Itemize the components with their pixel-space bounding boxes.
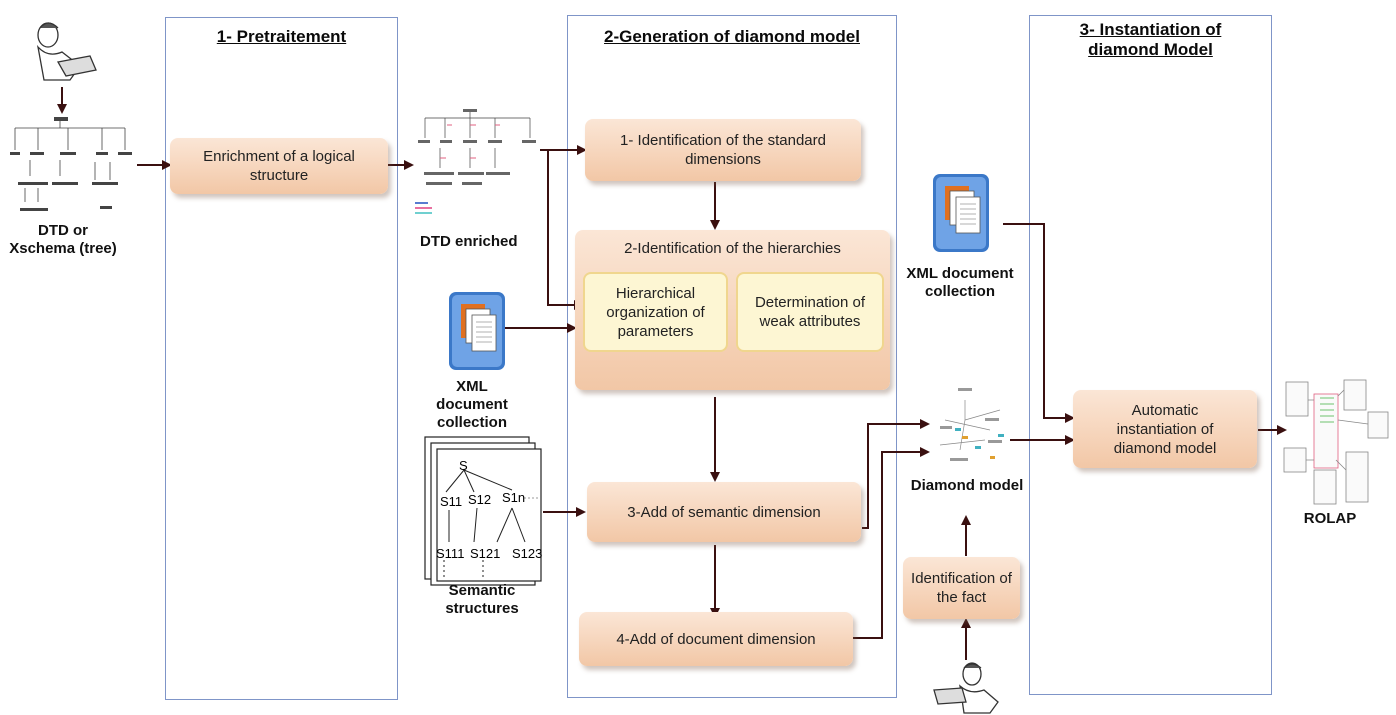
xml-collection-label-1: XML document collection	[436, 378, 508, 431]
dtd-schema-label: DTD or Xschema (tree)	[9, 222, 117, 257]
standard-dimensions-box: 1- Identification of the standard dimens…	[585, 119, 861, 181]
semantic-node-root: S	[459, 458, 468, 473]
semantic-node-s111: S111	[436, 546, 465, 561]
diamond-model-label: Diamond model	[910, 477, 1024, 494]
weak-attributes-box: Determination of weak attributes	[736, 272, 884, 352]
semantic-node-s1n: S1n	[502, 490, 526, 505]
panel-instantiation: 3- Instantiation of diamond Model	[1029, 15, 1272, 695]
identification-fact-box: Identification of the fact	[903, 557, 1020, 619]
panel-title-instantiation: 3- Instantiation of diamond Model	[1079, 20, 1222, 59]
person-at-laptop-icon	[36, 22, 97, 81]
semantic-structures-stack	[424, 436, 542, 586]
semantic-structures-label: Semantic structures	[445, 582, 519, 617]
xml-collection-label-2: XML document collection	[906, 265, 1014, 300]
panel-title-generation: 2-Generation of diamond model	[604, 27, 860, 46]
arrow-xml-to-automatic	[1003, 223, 1075, 423]
semantic-node-s123: S123	[512, 546, 543, 561]
arrow-semantic-to-diamond	[862, 419, 930, 529]
hierarchies-title: 2-Identification of the hierarchies	[624, 240, 841, 257]
rolap-label: ROLAP	[1303, 510, 1357, 527]
document-stack-icon	[449, 292, 505, 370]
semantic-dimension-box: 3-Add of semantic dimension	[587, 482, 861, 542]
arrow-document-to-diamond	[852, 447, 930, 639]
dtd-tree-icon	[10, 117, 132, 211]
panel-pretraitement: 1- Pretraitement	[165, 17, 398, 700]
dtd-enriched-icon	[415, 109, 536, 214]
enrichment-box: Enrichment of a logical structure	[170, 138, 388, 194]
rolap-schema-icon	[1283, 379, 1389, 505]
hierarchical-organization-box: Hierarchical organization of parameters	[583, 272, 728, 352]
person-at-laptop-icon-bottom	[933, 662, 999, 714]
semantic-node-s12: S12	[468, 492, 492, 507]
panel-title-pretraitement: 1- Pretraitement	[216, 27, 347, 46]
diamond-model-icon	[939, 388, 1004, 461]
document-stack-icon-2	[933, 174, 989, 252]
dtd-enriched-label: DTD enriched	[420, 233, 518, 250]
semantic-node-s11: S11	[440, 494, 463, 509]
arrow-dtd-to-hierarchy	[540, 149, 584, 310]
panel-generation: 2-Generation of diamond model	[567, 15, 897, 698]
document-dimension-box: 4-Add of document dimension	[579, 612, 853, 666]
automatic-instantiation-box: Automatic instantiation of diamond model	[1073, 390, 1257, 468]
semantic-node-s121: S121	[470, 546, 501, 561]
